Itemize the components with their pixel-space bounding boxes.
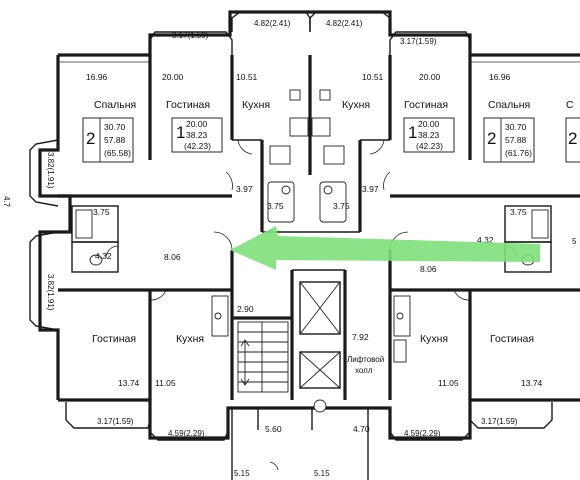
apartment-living-area: 20.00 (418, 119, 440, 129)
room-kitchen-lower-right: Кухня (420, 333, 448, 345)
dim-balcony-bottom-center-right: 4.59(2.29) (404, 429, 441, 438)
area-living-lower-right: 13.74 (521, 378, 543, 388)
dim-balcony-top-left: 3.17(1.59) (172, 31, 209, 40)
green-arrow-left (230, 226, 540, 270)
area-kitchen-left: 10.51 (236, 72, 258, 82)
apartment-total-area: 38.23 (186, 130, 208, 140)
area-living-lower-left: 13.74 (118, 378, 140, 388)
area-kitchen-lower-left: 11.05 (155, 378, 176, 388)
apartment-total-with-balcony: (42.23) (184, 141, 211, 151)
apartment-info-4: 2 30.70 57.88 (61.76) (483, 117, 535, 163)
area-hall-left: 8.06 (164, 252, 181, 262)
dim-porch-left: 5.15 (234, 469, 250, 478)
room-labels: Спальня Гостиная Кухня Кухня Гостиная Сп… (92, 99, 574, 375)
fixtures (75, 89, 549, 363)
area-lobby: 4.70 (353, 424, 370, 434)
area-lift-hall: 7.92 (352, 332, 369, 342)
apartment-living-area: 20.00 (186, 119, 208, 129)
balconies-bottom (65, 402, 553, 441)
apartment-rooms: 1 (408, 123, 417, 142)
area-living-left: 20.00 (162, 72, 184, 82)
dimension-labels: 3.17(1.59) 4.82(2.41) 4.82(2.41) 3.17(1.… (2, 19, 577, 478)
room-living-lower-left: Гостиная (92, 333, 136, 345)
apartment-total-area: 57.88 (505, 135, 527, 145)
dim-balcony-top-right: 3.17(1.59) (400, 37, 437, 46)
area-bedroom-right: 16.96 (489, 72, 511, 82)
apartment-total-with-balcony: (61.76) (505, 148, 532, 158)
staircase (237, 321, 289, 393)
area-vestibule: 5.60 (265, 424, 282, 434)
apartment-rooms: 2 (487, 129, 496, 148)
interior-walls (58, 55, 580, 480)
area-corridor-left: 3.97 (236, 184, 253, 194)
dim-edge-right: 5 (572, 237, 577, 246)
dim-balcony-bottom-center-left: 4.59(2.29) (168, 429, 205, 438)
area-kitchen-right: 10.51 (362, 72, 384, 82)
dim-side-left-top: 3.82(1.91) (46, 152, 55, 189)
apartment-living-area: 30.70 (505, 122, 527, 132)
room-living-left: Гостиная (166, 99, 210, 111)
dim-edge-left: 4.7 (2, 196, 11, 208)
apartment-total-area: 57.88 (104, 135, 126, 145)
area-bath-right-center: 3.75 (333, 201, 350, 211)
room-kitchen-right: Кухня (342, 99, 370, 111)
apartment-total-with-balcony: (65.58) (104, 148, 131, 158)
area-stair: 2.90 (237, 304, 254, 314)
apartment-info-1: 2 30.70 57.88 (65.58) (82, 117, 134, 163)
area-kitchen-lower-right: 11.05 (438, 378, 459, 388)
area-living-right: 20.00 (419, 72, 441, 82)
area-hall-far-right: 4.32 (477, 235, 494, 245)
apartment-living-area: 30.70 (104, 122, 126, 132)
area-hall-right: 8.06 (420, 264, 437, 274)
area-labels: 16.96 20.00 10.51 10.51 20.00 16.96 3.97… (86, 72, 543, 434)
apartment-rooms: 2 (568, 129, 577, 148)
area-bedroom-left: 16.96 (86, 72, 108, 82)
dim-balcony-bottom-right: 3.17(1.59) (481, 417, 518, 426)
dim-balcony-bottom-left: 3.17(1.59) (97, 417, 134, 426)
area-bath-far-left: 3.75 (93, 207, 110, 217)
room-living-lower-right: Гостиная (490, 333, 534, 345)
dim-balcony-top-center-left: 4.82(2.41) (254, 19, 291, 28)
room-bedroom-right: Спальня (488, 99, 530, 111)
room-kitchen-lower-left: Кухня (176, 333, 204, 345)
dim-side-left-bottom: 3.82(1.91) (46, 274, 55, 311)
lift-shafts (299, 281, 341, 413)
apartment-total-area: 38.23 (418, 130, 440, 140)
room-kitchen-left: Кухня (242, 99, 270, 111)
room-bedroom-left: Спальня (94, 99, 136, 111)
apartment-rooms: 1 (176, 123, 185, 142)
area-corridor-right: 3.97 (362, 184, 379, 194)
room-lift-hall-line1: Лифтовой (347, 355, 384, 364)
apartment-rooms: 2 (86, 129, 95, 148)
area-bath-far-right: 3.75 (510, 207, 527, 217)
apartment-info-2: 1 20.00 38.23 (42.23) (171, 117, 223, 153)
dim-balcony-top-center-right: 4.82(2.41) (326, 19, 363, 28)
dim-porch-right: 5.15 (314, 469, 330, 478)
room-lift-hall-line2: холл (355, 366, 373, 375)
room-living-right: Гостиная (404, 99, 448, 111)
area-bath-left-center: 3.75 (267, 201, 284, 211)
apartment-total-with-balcony: (42.23) (416, 141, 443, 151)
area-hall-far-left: 4.32 (95, 251, 112, 261)
room-bedroom-edge: С (566, 99, 574, 111)
apartment-info-3: 1 20.00 38.23 (42.23) (403, 117, 455, 153)
left-bays (29, 139, 59, 331)
balconies-top (58, 11, 580, 63)
apartment-info-5: 2 (565, 117, 580, 163)
